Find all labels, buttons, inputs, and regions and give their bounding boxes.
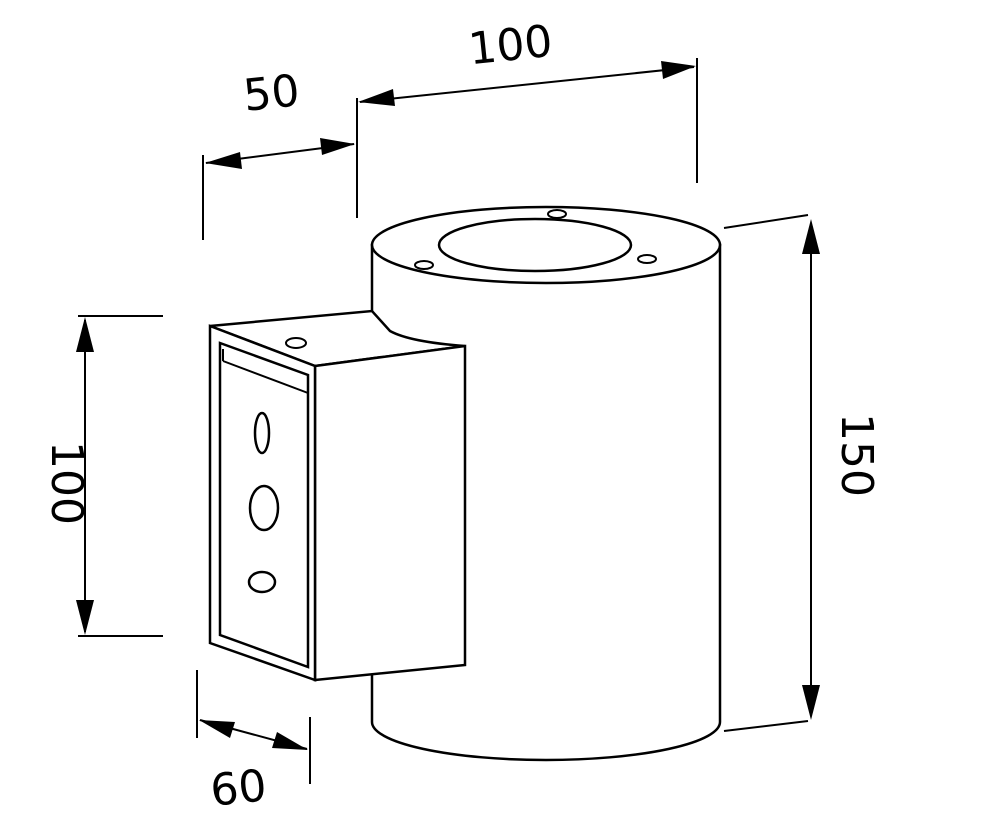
dimension-width-top: 100 bbox=[356, 16, 698, 218]
width-top-label: 100 bbox=[466, 16, 555, 75]
cable-hole-top bbox=[285, 337, 307, 349]
knockout-hole-2 bbox=[248, 484, 280, 532]
offset-top-label: 50 bbox=[241, 65, 302, 122]
screw-hole-top bbox=[547, 209, 567, 219]
height-right-label: 150 bbox=[831, 413, 882, 497]
screw-hole-left bbox=[414, 260, 434, 270]
dimension-height-right: 150 bbox=[723, 214, 882, 732]
knockout-hole-1 bbox=[253, 411, 271, 455]
box-depth-bottom-label: 60 bbox=[208, 760, 269, 817]
dimension-box-depth-bottom: 60 bbox=[196, 670, 311, 817]
top-lens-ring bbox=[437, 217, 633, 273]
screw-hole-right bbox=[637, 254, 657, 264]
dimension-offset-top: 50 bbox=[202, 65, 355, 240]
box-height-left-label: 100 bbox=[41, 441, 92, 525]
knockout-hole-3 bbox=[247, 570, 277, 594]
dimension-box-height-left: 100 bbox=[41, 315, 163, 637]
mounting-box bbox=[208, 309, 467, 682]
